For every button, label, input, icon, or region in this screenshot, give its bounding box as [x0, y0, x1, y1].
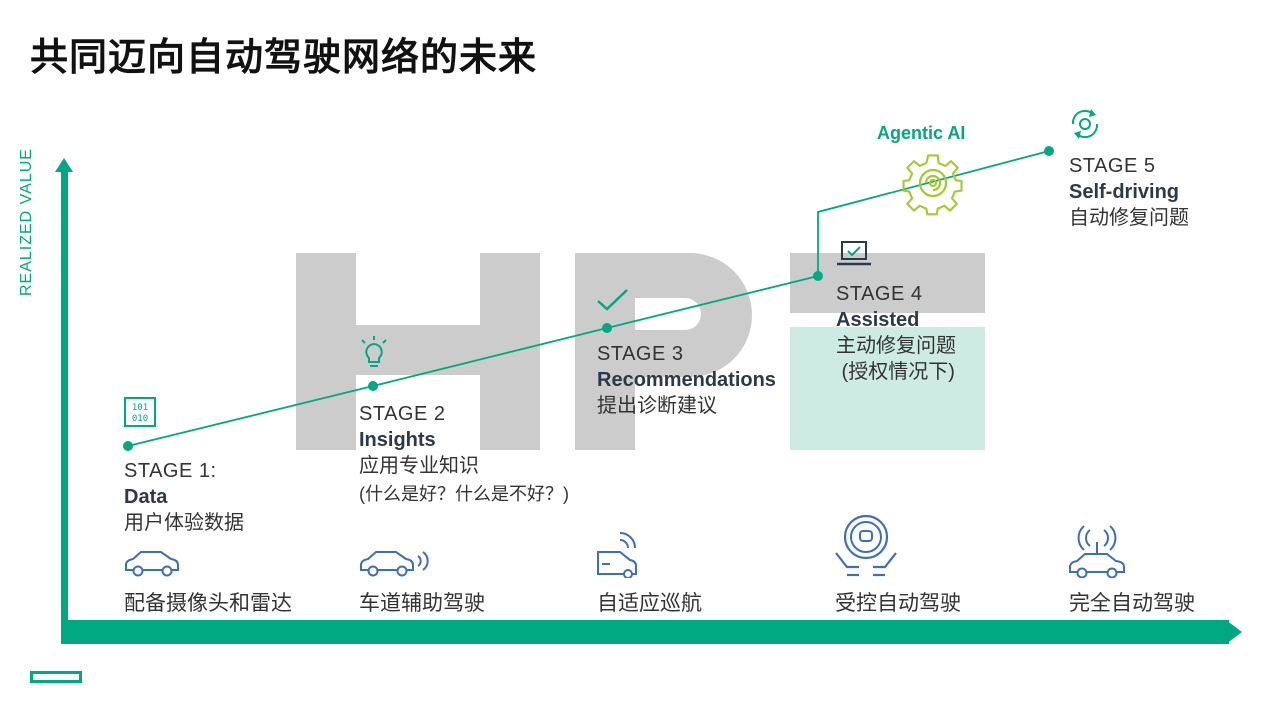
stage-1: STAGE 1: Data 用户体验数据: [124, 458, 244, 536]
car-signal-icon: [360, 551, 429, 577]
driving-level-label: 自适应巡航: [597, 592, 702, 615]
agentic-ai-label: Agentic AI: [877, 123, 966, 143]
stage-point: [813, 271, 823, 281]
agentic-gear-icon: [902, 154, 963, 216]
stage-name: Self-driving: [1069, 181, 1180, 203]
gear-cycle-icon: [1071, 109, 1099, 139]
y-axis: [61, 170, 68, 632]
laptop-check-icon: [837, 241, 871, 266]
svg-text:101: 101: [132, 403, 148, 413]
stage-desc: 应用专业知识: [359, 455, 479, 477]
stage-point: [602, 323, 612, 333]
stage-point: [1044, 146, 1054, 156]
autonomous-car-icon: [1069, 525, 1125, 578]
driving-level-label: 车道辅助驾驶: [359, 592, 485, 615]
stage-5: STAGE 5 Self-driving 自动修复问题: [1069, 153, 1189, 231]
stage-point: [123, 441, 133, 451]
stage-desc: 提出诊断建议: [597, 395, 717, 417]
stage-desc-note: (什么是好？什么是不好？): [359, 484, 569, 504]
car-front-signal-icon: [597, 532, 637, 578]
driving-level-label: 配备摄像头和雷达: [124, 592, 292, 615]
driving-level-label: 受控自动驾驶: [835, 592, 961, 615]
stage-number: STAGE 4: [836, 283, 923, 305]
x-axis-arrow: [1226, 620, 1242, 644]
stage-desc: 自动修复问题: [1069, 207, 1189, 229]
stage-point: [368, 381, 378, 391]
stage-number: STAGE 3: [597, 343, 684, 365]
checkmark-icon: [597, 289, 628, 311]
progress-line: [127, 150, 1050, 447]
stage-name: Data: [124, 486, 168, 508]
stage-number: STAGE 2: [359, 403, 446, 425]
stage-name: Assisted: [836, 309, 920, 331]
stage-2: STAGE 2 Insights 应用专业知识 (什么是好？什么是不好？): [359, 401, 569, 507]
stage-desc-note: (授权情况下): [836, 361, 955, 383]
car-icon: [125, 551, 179, 577]
binary-data-icon: 101 010: [124, 397, 156, 427]
y-axis-arrow: [55, 158, 73, 172]
svg-text:010: 010: [132, 414, 148, 424]
stage-desc: 主动修复问题: [836, 335, 956, 357]
lightbulb-icon: [361, 336, 387, 367]
driving-level-label: 完全自动驾驶: [1069, 592, 1195, 615]
stage-3: STAGE 3 Recommendations 提出诊断建议: [597, 341, 776, 419]
stage-number: STAGE 1:: [124, 460, 217, 482]
stage-name: Recommendations: [597, 369, 776, 391]
stage-desc: 用户体验数据: [124, 512, 244, 534]
hpe-logo: [30, 671, 82, 683]
page-title: 共同迈向自动驾驶网络的未来: [30, 37, 538, 79]
steering-wheel-hands-icon: [835, 514, 897, 577]
x-axis: [61, 620, 1229, 644]
stage-name: Insights: [359, 429, 436, 451]
stage-number: STAGE 5: [1069, 155, 1156, 177]
stage-4: STAGE 4 Assisted 主动修复问题 (授权情况下): [836, 281, 956, 385]
